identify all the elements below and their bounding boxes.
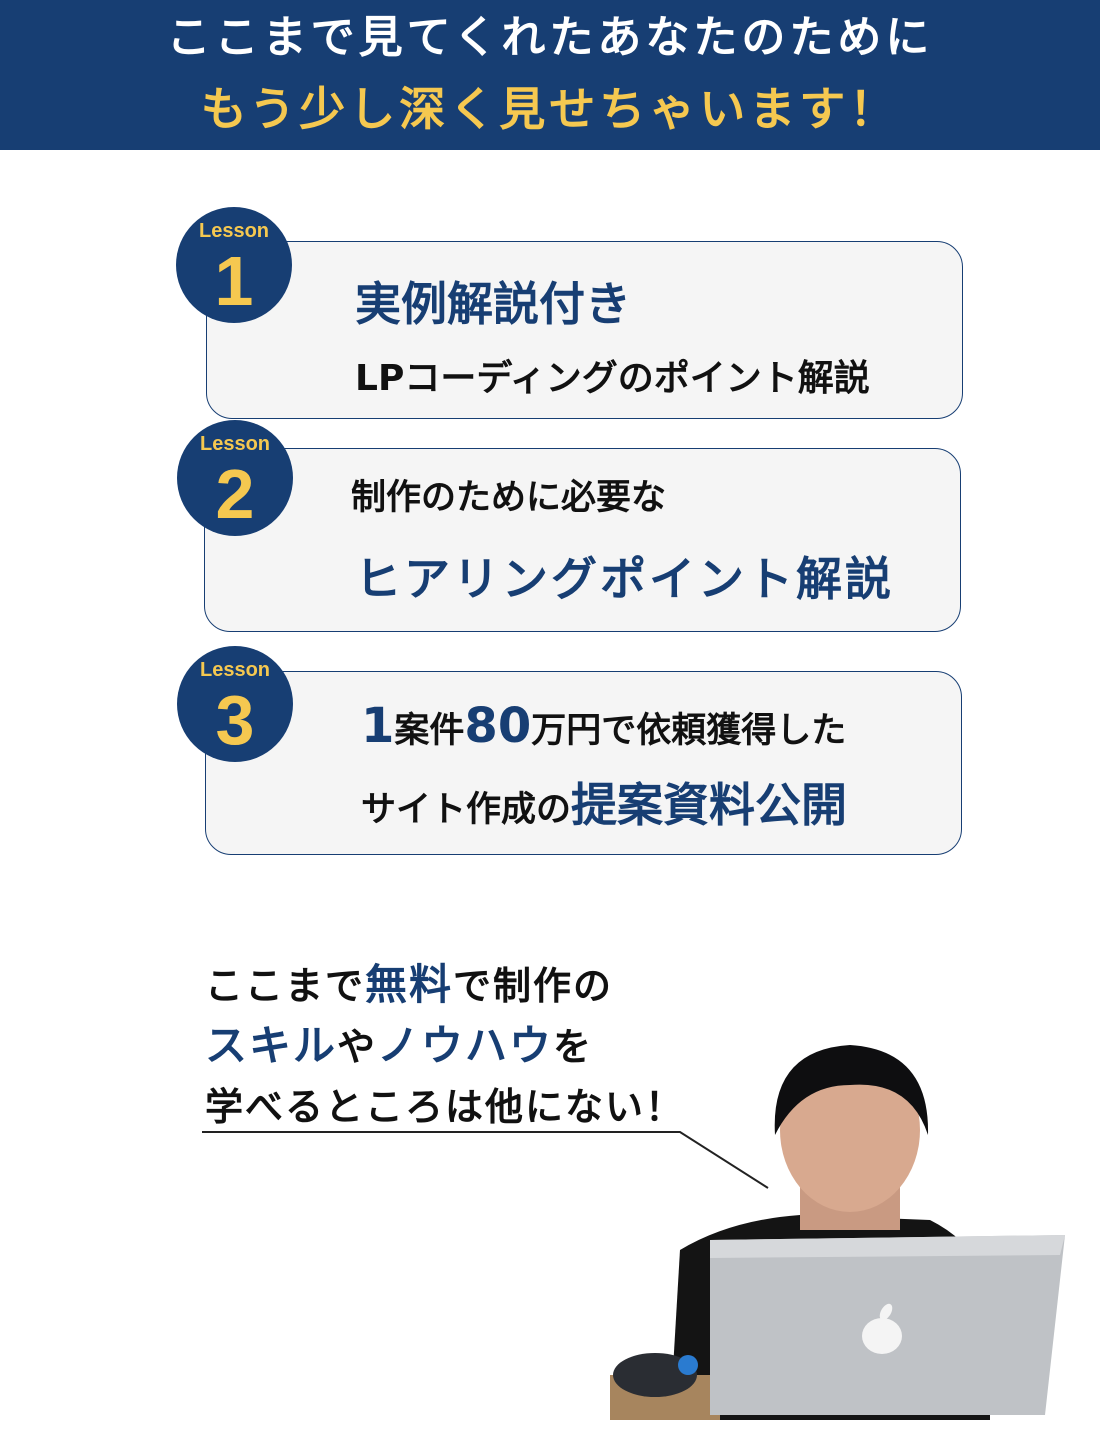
lesson-1-subtitle: LPコーディングのポイント解説: [355, 358, 870, 399]
lesson-3-line-1: 1案件80万円で依頼獲得した: [361, 698, 847, 754]
lesson-3-line-2: サイト作成の提案資料公開: [361, 778, 848, 832]
lesson-2-card: 制作のために必要な ヒアリングポイント解説: [204, 448, 961, 632]
lesson-2-badge-number: 2: [215, 455, 255, 533]
speech-text: ここまで無料で制作の スキルやノウハウを 学べるところは他にない！: [205, 955, 685, 1137]
header-line-1: ここまで見てくれたあなたのために: [166, 12, 934, 63]
speech-line-3: 学べるところは他にない！: [205, 1085, 686, 1129]
speech-line-2: スキルやノウハウを: [205, 1021, 594, 1070]
lesson-2-badge: Lesson 2: [177, 420, 293, 536]
lesson-1-card: 実例解説付き LPコーディングのポイント解説: [206, 241, 963, 419]
header-banner: ここまで見てくれたあなたのために もう少し深く見せちゃいます！: [0, 0, 1100, 150]
header-line-2: もう少し深く見せちゃいます！: [200, 82, 900, 136]
lesson-2-badge-word: Lesson: [199, 433, 271, 455]
lesson-1-badge-word: Lesson: [198, 220, 270, 242]
lesson-3-badge-number: 3: [215, 681, 255, 759]
lesson-3-card: 1案件80万円で依頼獲得した サイト作成の提案資料公開: [205, 671, 962, 855]
lesson-2-lead: 制作のために必要な: [351, 478, 667, 518]
apple-logo-icon: [862, 1303, 902, 1354]
lesson-1-badge: Lesson 1: [176, 207, 292, 323]
presenter-photo: [610, 1045, 1065, 1420]
lesson-3-badge-word: Lesson: [199, 659, 271, 681]
lesson-1-badge-number: 1: [214, 242, 254, 320]
lesson-3-badge: Lesson 3: [177, 646, 293, 762]
speech-line-1: ここまで無料で制作の: [205, 960, 614, 1009]
lesson-1-title: 実例解説付き: [355, 277, 631, 331]
lesson-2-title: ヒアリングポイント解説: [355, 552, 894, 606]
